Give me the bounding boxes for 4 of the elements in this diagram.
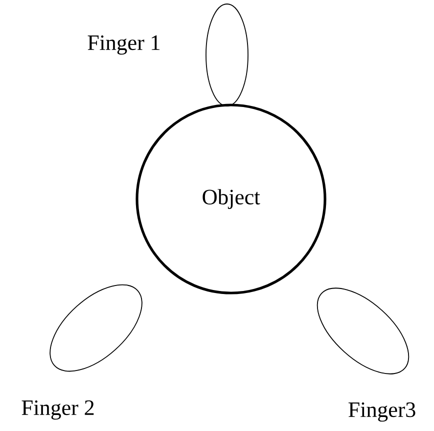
finger-label: Finger3 xyxy=(348,402,416,422)
finger-label: Finger 2 xyxy=(22,400,94,420)
finger-ellipse xyxy=(206,4,248,106)
finger-label: Finger 1 xyxy=(88,35,160,55)
